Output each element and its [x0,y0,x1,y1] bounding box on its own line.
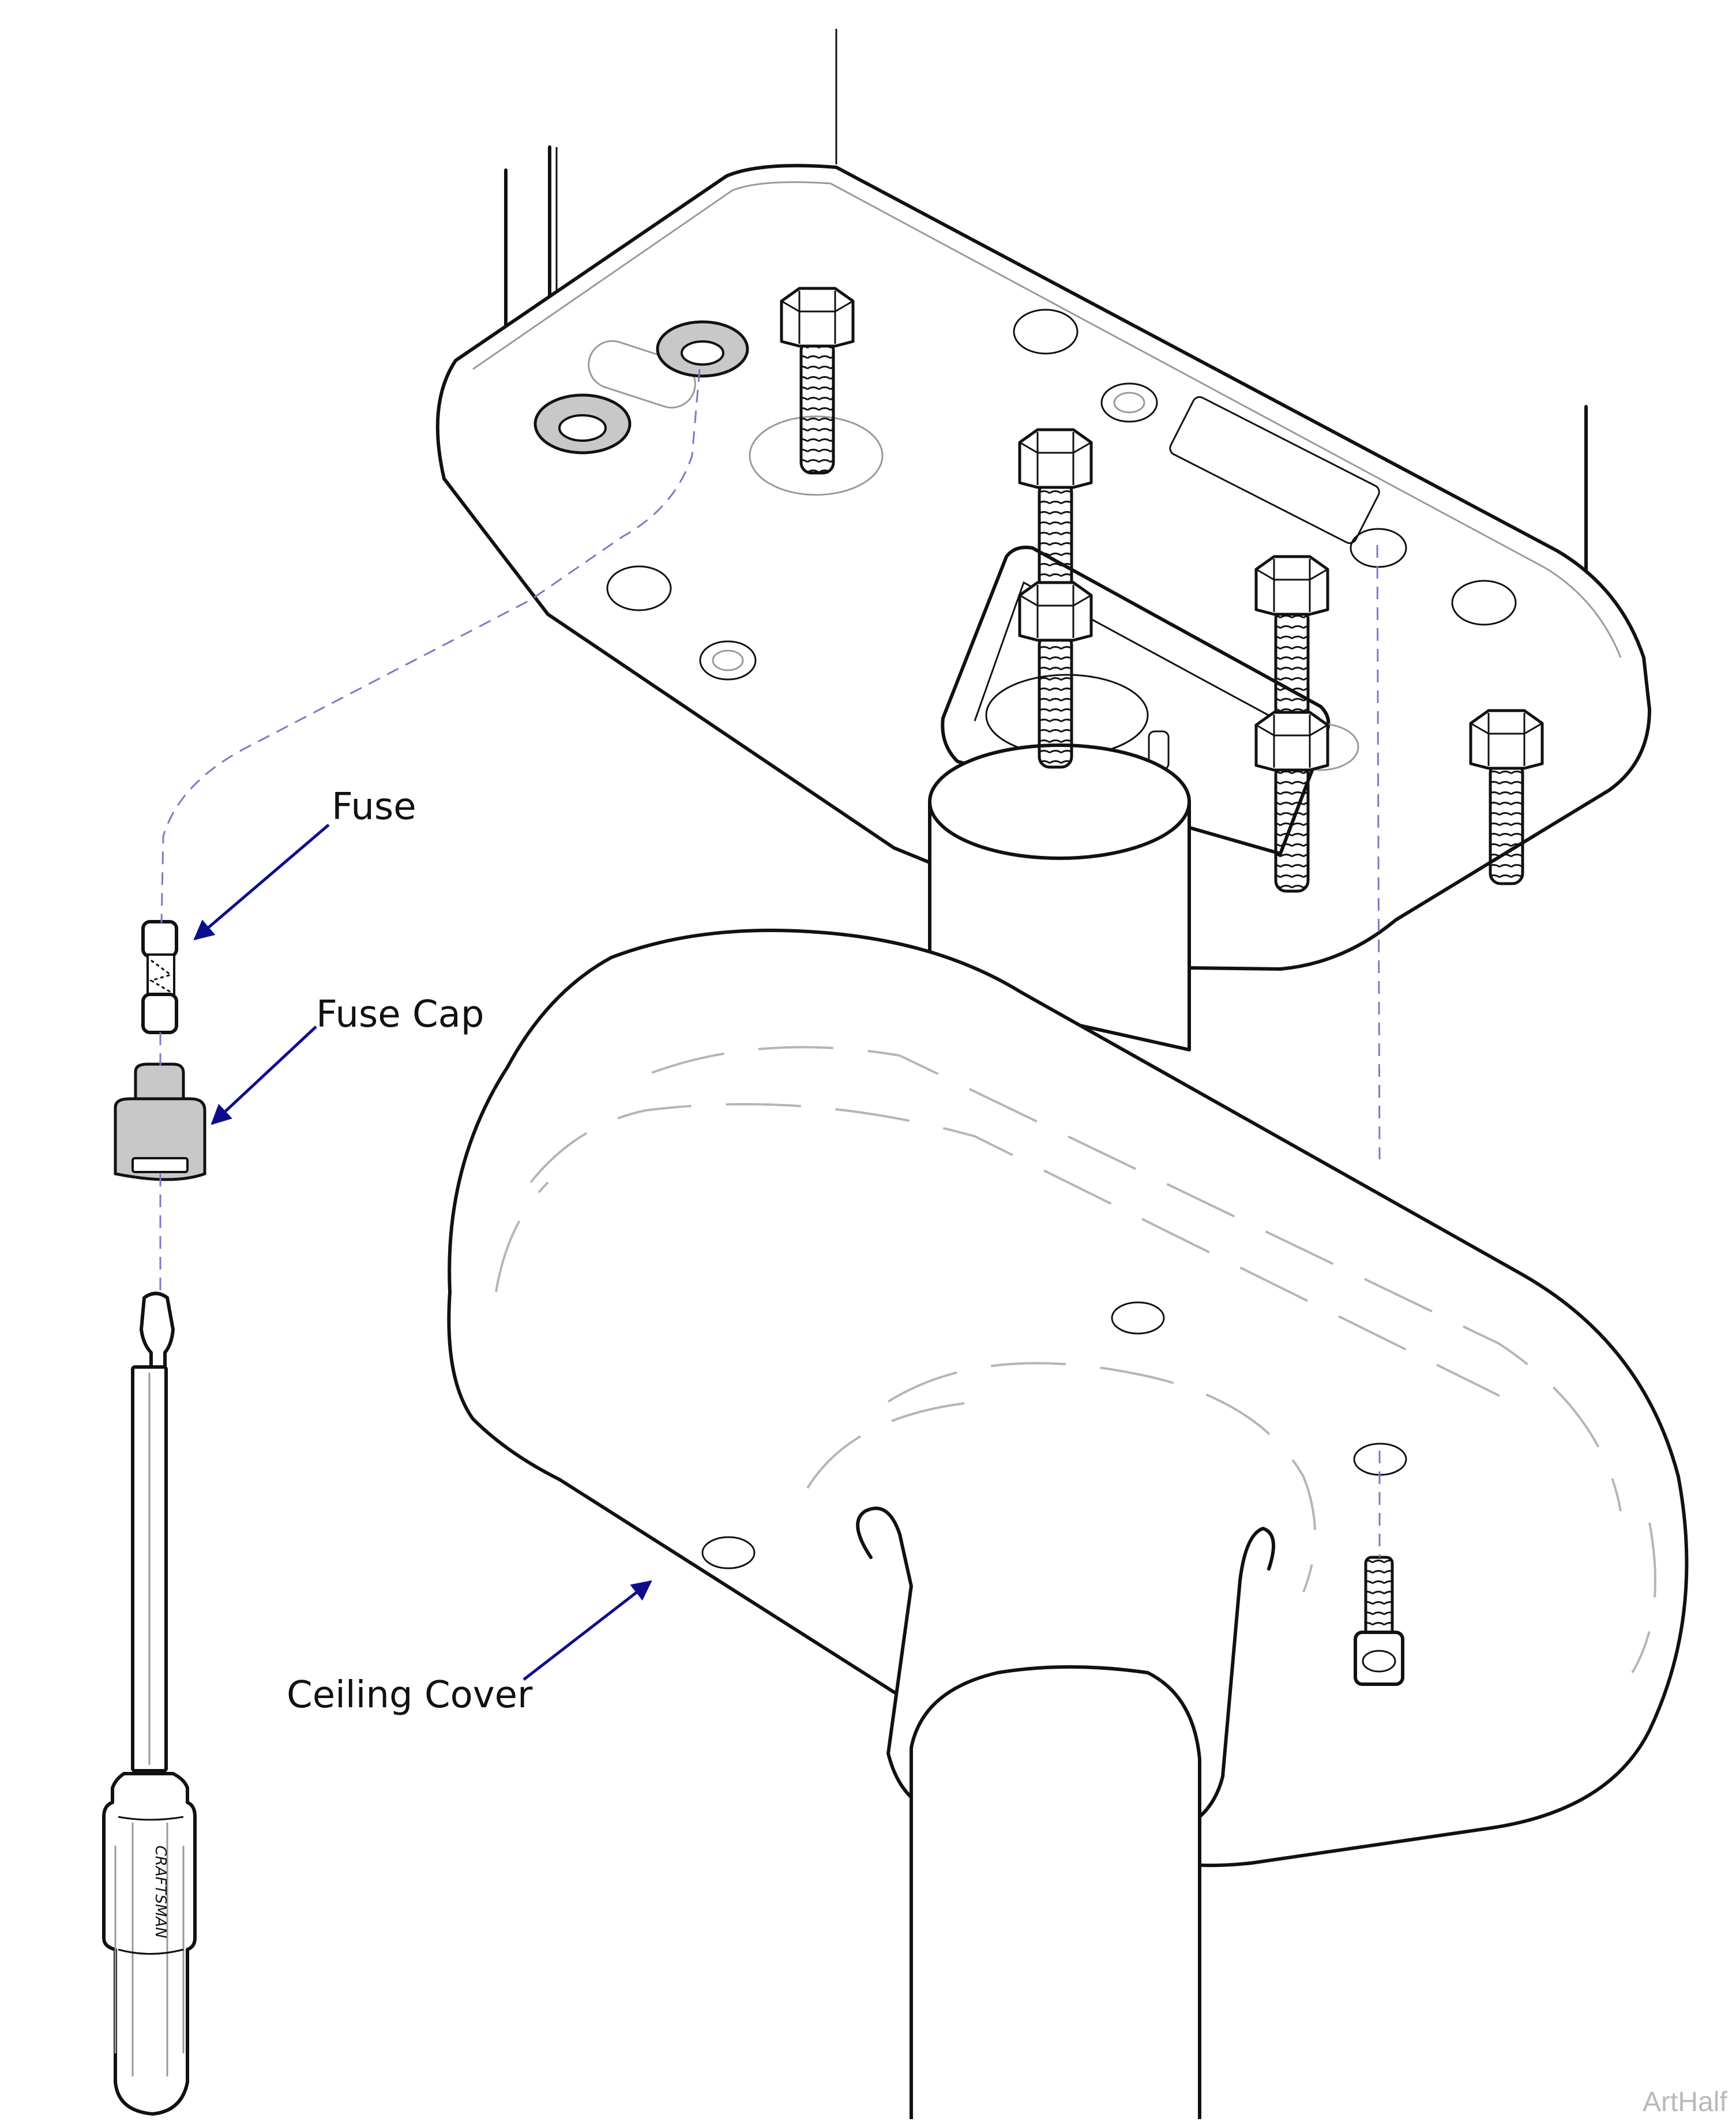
callout-arrows [193,824,652,1681]
fuse-label: Fuse [332,786,416,828]
fuse-cap [114,1062,206,1181]
screwdriver-brand-text: CRAFTSMAN [152,1845,169,1938]
screwdriver: CRAFTSMAN [102,1291,197,2116]
mounting-bolts [780,287,1544,893]
hex-bolt [1254,711,1329,893]
hex-bolt [1469,709,1544,885]
hex-bolt [1018,581,1093,769]
fuse-arrow [193,824,330,941]
ceiling-column [504,29,1588,573]
cap-screw [1354,1556,1404,1686]
lower-column [910,1665,1201,2121]
ceiling-cover-label: Ceiling Cover [287,1674,533,1717]
fuse [141,920,178,1034]
watermark-text: ArtHalf [1643,2087,1727,2117]
fuse-cap-label: Fuse Cap [316,993,484,1036]
ceiling-cover-arrow [523,1580,652,1681]
hex-bolt [780,287,855,475]
fuse-cap-arrow [211,1026,317,1125]
hex-bolt [1254,555,1329,743]
alignment-lines [159,369,1381,1557]
